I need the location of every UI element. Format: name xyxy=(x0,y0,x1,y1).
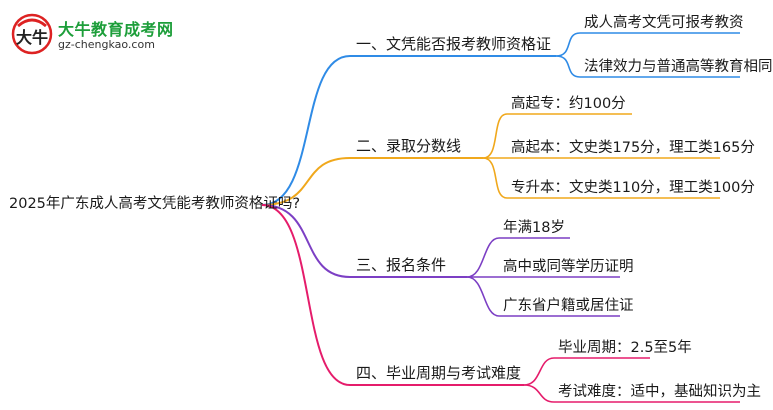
branch-connector xyxy=(261,204,351,386)
leaf-connector xyxy=(555,55,581,78)
leaf-connector xyxy=(466,237,500,278)
logo-url: gz-chengkao.com xyxy=(58,38,155,51)
branch-topic: 二、录取分数线 xyxy=(356,137,462,155)
leaf-topic: 高起专：约100分 xyxy=(511,96,626,112)
leaf-connector xyxy=(466,276,500,317)
branch-connector xyxy=(261,204,351,278)
branch-topic: 一、文凭能否报考教师资格证 xyxy=(356,35,552,53)
logo-title: 大牛教育成考网 xyxy=(58,20,174,39)
leaf-topic: 年满18岁 xyxy=(503,220,565,236)
leaf-topic: 高起本：文史类175分，理工类165分 xyxy=(511,140,755,156)
leaf-connector xyxy=(523,357,555,386)
leaf-topic: 毕业周期：2.5至5年 xyxy=(558,340,692,356)
leaf-connector xyxy=(523,384,555,403)
leaf-connector xyxy=(482,113,508,159)
branch-connector xyxy=(261,55,351,206)
svg-text:大牛: 大牛 xyxy=(16,28,48,47)
leaf-connector xyxy=(555,32,581,57)
leaf-topic: 法律效力与普通高等教育相同 xyxy=(584,59,773,75)
leaf-topic: 高中或同等学历证明 xyxy=(503,259,634,275)
branch-topic: 四、毕业周期与考试难度 xyxy=(356,364,522,382)
root-topic: 2025年广东成人高考文凭能考教师资格证吗? xyxy=(9,196,301,212)
site-logo[interactable]: 大牛 大牛教育成考网 gz-chengkao.com xyxy=(10,12,180,56)
leaf-topic: 成人高考文凭可报考教资 xyxy=(584,15,744,31)
leaf-topic: 专升本：文史类110分，理工类100分 xyxy=(511,180,755,196)
branch-topic: 三、报名条件 xyxy=(356,256,447,274)
branch-connector xyxy=(261,157,351,206)
leaf-topic: 考试难度：适中，基础知识为主 xyxy=(558,384,761,400)
leaf-connector xyxy=(482,157,508,199)
mindmap-connectors xyxy=(261,32,740,403)
leaf-topic: 广东省户籍或居住证 xyxy=(503,298,634,314)
bull-logo-icon: 大牛 xyxy=(11,13,53,55)
